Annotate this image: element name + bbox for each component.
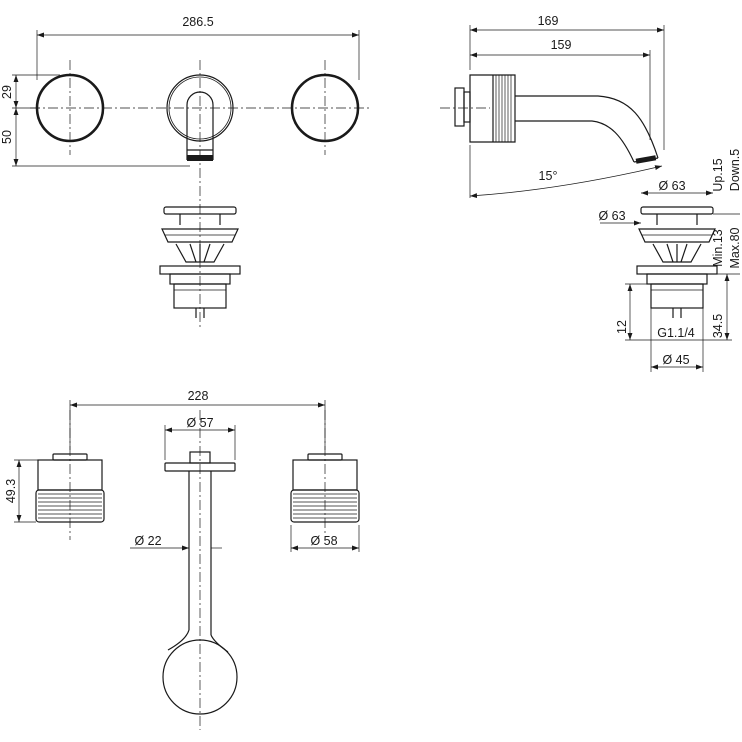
dim-cap-diameter-1: Ø 63	[658, 179, 685, 193]
front-view: 286.5 29 50	[0, 15, 370, 330]
dim-spout-diameter: Ø 22	[134, 534, 161, 548]
dim-total-length: 169	[538, 14, 559, 28]
right-knob	[290, 73, 360, 143]
dim-spout-length: 159	[551, 38, 572, 52]
dim-max-height: Max.80	[728, 227, 742, 268]
plan-right-knob	[290, 453, 360, 523]
dim-knob-diameter: Ø 58	[310, 534, 337, 548]
dim-adjust-up: Up.15	[711, 158, 725, 191]
waste-center	[159, 206, 241, 318]
plan-spout	[162, 451, 238, 715]
side-view: 169 159 15° Up.15 Down.5	[440, 14, 742, 198]
plan-view: 228 Ø 57 49.3 Ø 22 Ø 58	[4, 389, 360, 730]
dim-height-50: 50	[0, 130, 14, 144]
front-spout	[166, 74, 234, 161]
plan-left-knob	[35, 453, 105, 523]
dim-angle: 15°	[539, 169, 558, 183]
dim-body-height: 34.5	[711, 314, 725, 338]
dim-body-diameter: Ø 45	[662, 353, 689, 367]
dim-thread-spec: G1.1/4	[657, 326, 695, 340]
waste-right: Ø 63 Ø 63 Min.13 Max.80 12 34.5 G1.1/4 Ø…	[598, 179, 742, 372]
dim-overall-width: 286.5	[182, 15, 213, 29]
dim-plate-diameter: Ø 57	[186, 416, 213, 430]
dim-thread-height: 12	[615, 320, 629, 334]
dim-centers-width: 228	[188, 389, 209, 403]
dim-min-height: Min.13	[711, 229, 725, 267]
dim-cap-diameter-2: Ø 63	[598, 209, 625, 223]
dim-adjust-down: Down.5	[728, 149, 742, 191]
dim-knob-height: 49.3	[4, 479, 18, 503]
dim-knob-29: 29	[0, 85, 14, 99]
